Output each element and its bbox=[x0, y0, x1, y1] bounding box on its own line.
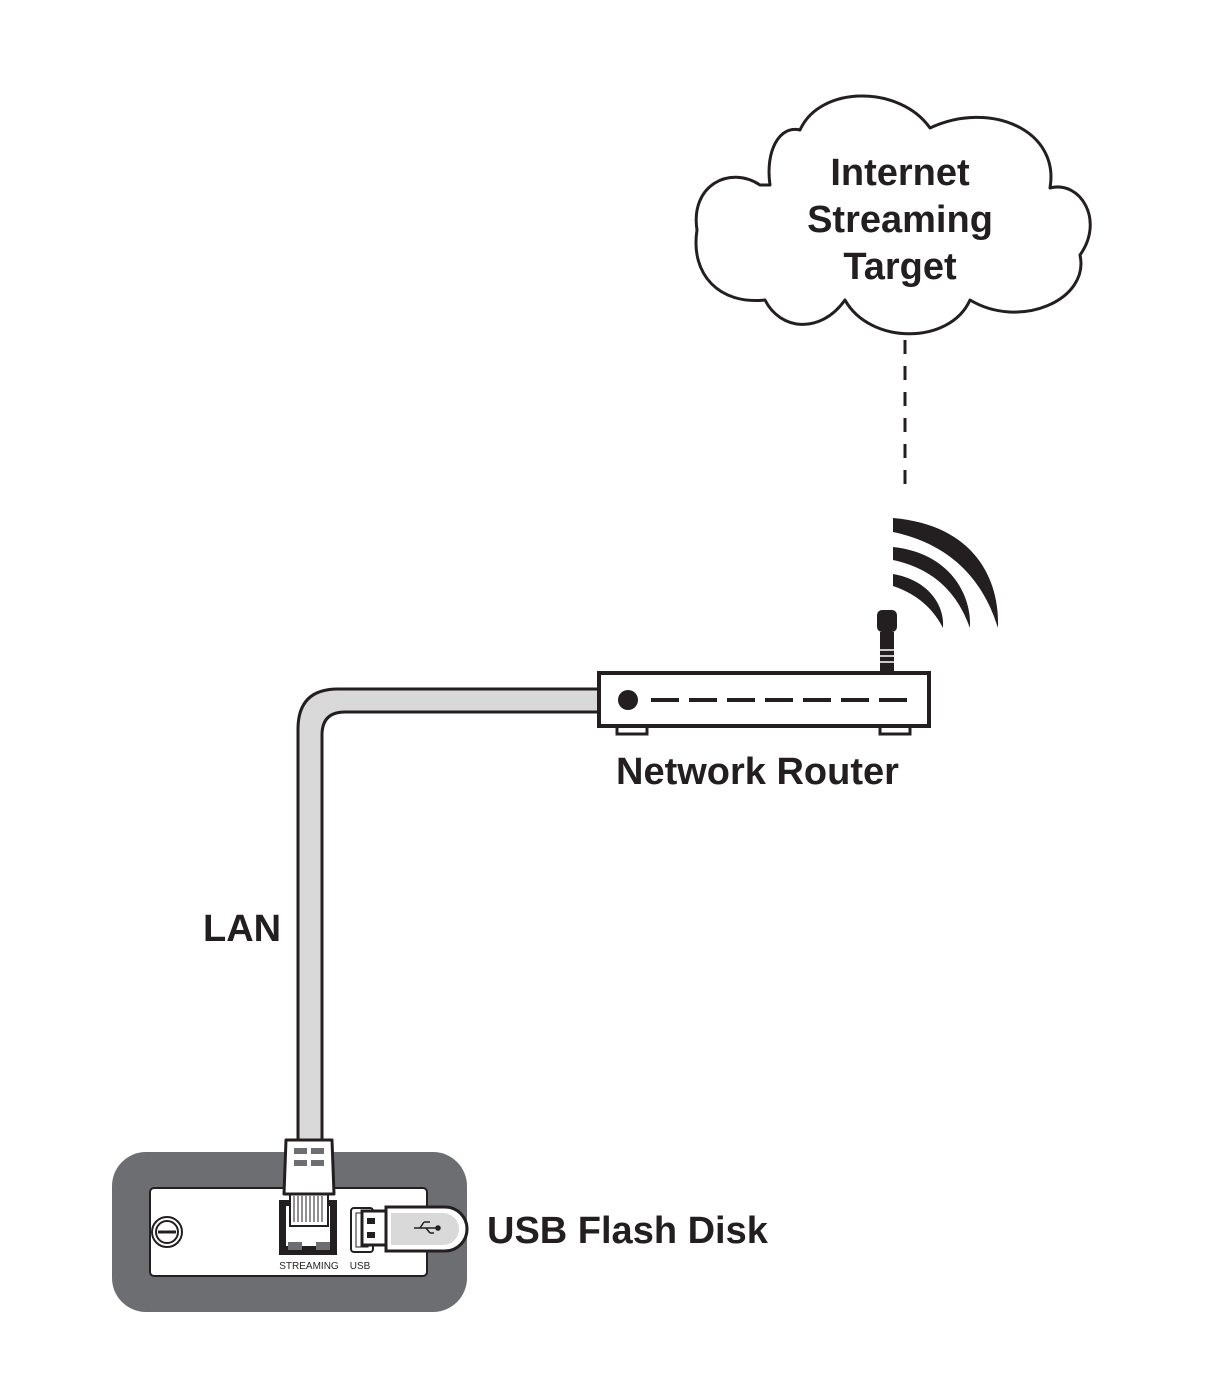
usb-flash-disk-label: USB Flash Disk bbox=[487, 1210, 768, 1252]
internet-cloud bbox=[694, 94, 1092, 336]
port-label-usb: USB bbox=[350, 1261, 371, 1272]
cloud-label-line-2: Streaming bbox=[807, 199, 993, 241]
network-router bbox=[597, 671, 931, 736]
router-label: Network Router bbox=[616, 751, 899, 793]
streaming-device: STREAMING USB bbox=[112, 1138, 467, 1312]
router-antenna bbox=[877, 610, 897, 672]
rj45-plug-icon bbox=[282, 1138, 336, 1227]
screw-icon bbox=[151, 1216, 183, 1248]
port-label-streaming: STREAMING bbox=[279, 1261, 339, 1272]
wireless-signal-icon bbox=[893, 518, 999, 628]
lan-label: LAN bbox=[203, 908, 282, 950]
cloud-label-line-3: Target bbox=[843, 246, 957, 288]
router-power-led bbox=[618, 690, 638, 710]
usb-flash-disk bbox=[360, 1205, 469, 1253]
cloud-label-line-1: Internet bbox=[830, 152, 970, 194]
usb-icon bbox=[414, 1221, 441, 1234]
lan-cable bbox=[296, 687, 601, 1144]
cloud-label: Internet Streaming Target bbox=[760, 150, 1040, 291]
